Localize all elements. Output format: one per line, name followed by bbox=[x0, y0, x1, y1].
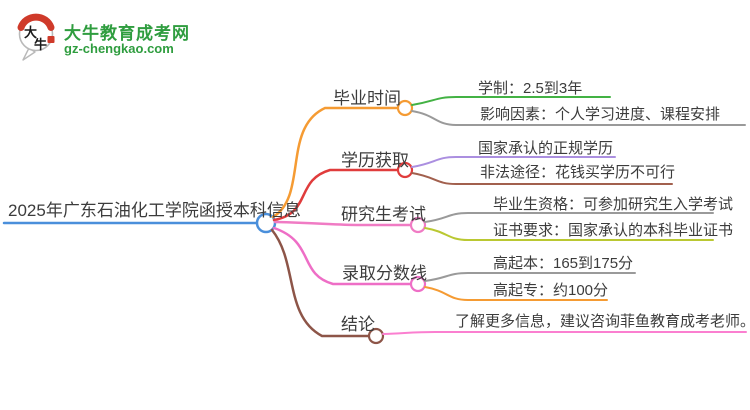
logo-site-name: 大牛教育成考网 bbox=[64, 24, 190, 43]
child-label-influence-factors[interactable]: 影响因素：个人学习进度、课程安排 bbox=[480, 106, 721, 123]
site-logo[interactable]: 大 牛 大牛教育成考网 gz-chengkao.com bbox=[14, 11, 224, 63]
child-label-illegal-ways[interactable]: 非法途径：花钱买学历不可行 bbox=[480, 164, 676, 181]
child-label-graduate-eligibility[interactable]: 毕业生资格：可参加研究生入学考试 bbox=[493, 196, 734, 213]
logo-icon-char-top: 大 bbox=[24, 25, 37, 40]
branch-label-diploma-acquisition[interactable]: 学历获取 bbox=[341, 151, 409, 170]
child-label-gaoqizhuan-score[interactable]: 高起专：约100分 bbox=[493, 282, 609, 299]
branch-label-conclusion[interactable]: 结论 bbox=[341, 315, 375, 334]
logo-site-url: gz-chengkao.com bbox=[64, 41, 174, 56]
logo-icon-char-bottom: 牛 bbox=[34, 37, 47, 52]
child-label-gaoqiben-score[interactable]: 高起本：165到175分 bbox=[493, 255, 634, 272]
root-topic[interactable]: 2025年广东石油化工学院函授本科信息 bbox=[8, 201, 301, 220]
branch-label-admission-score[interactable]: 录取分数线 bbox=[342, 264, 427, 283]
daniu-logo-icon: 大 牛 bbox=[17, 13, 55, 61]
child-label-certificate-requirement[interactable]: 证书要求：国家承认的本科毕业证书 bbox=[493, 222, 734, 239]
branch-label-graduation-time[interactable]: 毕业时间 bbox=[333, 89, 401, 108]
child-label-consult-advice[interactable]: 了解更多信息，建议咨询菲鱼教育成考老师。 bbox=[455, 313, 750, 330]
child-label-state-recognized[interactable]: 国家承认的正规学历 bbox=[478, 140, 614, 157]
branch-label-postgraduate-exam[interactable]: 研究生考试 bbox=[341, 205, 426, 224]
child-label-study-length[interactable]: 学制：2.5到3年 bbox=[478, 80, 583, 97]
logo-seal bbox=[47, 36, 55, 43]
